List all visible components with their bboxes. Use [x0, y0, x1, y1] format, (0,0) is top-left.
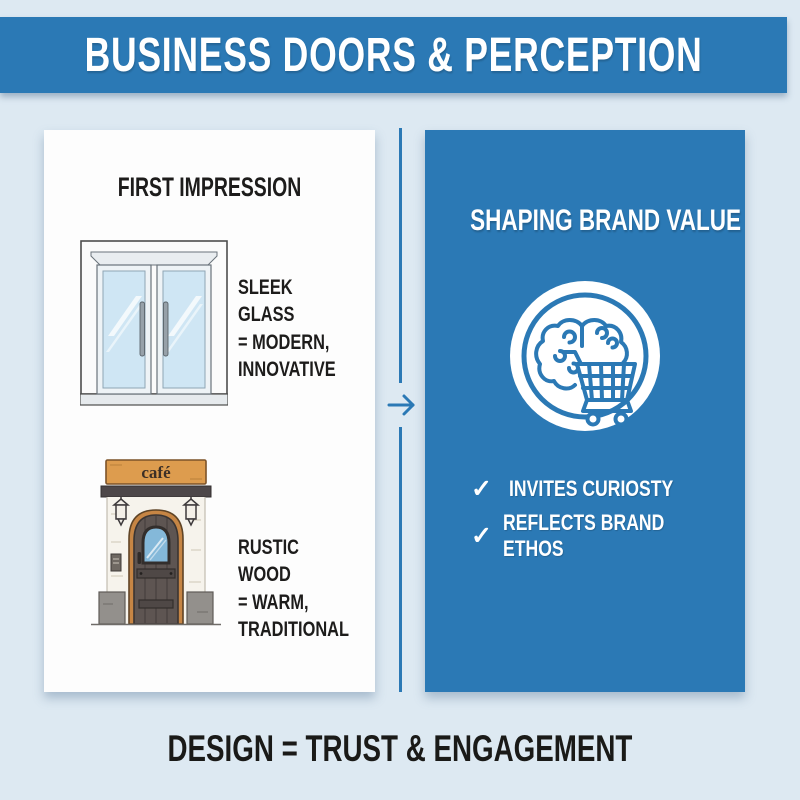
connector-line-bottom — [399, 427, 402, 692]
right-arrow-icon — [387, 392, 417, 418]
benefits-checklist: ✓ INVITES CURIOSTY ✓ REFLECTS BRAND ETHO… — [471, 475, 745, 570]
check-item: ✓ REFLECTS BRAND ETHOS — [471, 510, 745, 561]
check-item-label: REFLECTS BRAND ETHOS — [503, 510, 665, 561]
rustic-cafe-door-icon: café — [91, 459, 221, 626]
brand-value-title: SHAPING BRAND VALUE — [470, 204, 741, 237]
check-icon: ✓ — [471, 522, 492, 550]
check-item: ✓ INVITES CURIOSTY — [471, 475, 745, 503]
glass-double-door-icon — [80, 240, 228, 406]
rustic-wood-caption: RUSTIC WOOD = WARM, TRADITIONAL — [238, 536, 350, 641]
header-banner: BUSINESS DOORS & PERCEPTION — [0, 17, 787, 93]
first-impression-title: FIRST IMPRESSION — [117, 172, 302, 202]
brand-value-card: SHAPING BRAND VALUE — [425, 130, 745, 692]
sleek-glass-caption: SLEEK GLASS = MODERN, INNOVATIVE — [238, 276, 336, 381]
footer-caption: DESIGN = TRUST & ENGAGEMENT — [167, 728, 633, 769]
check-icon: ✓ — [471, 475, 492, 503]
check-item-label: INVITES CURIOSTY — [509, 476, 674, 501]
first-impression-card: FIRST IMPRESSION SLEEK GLASS = MO — [44, 130, 375, 692]
brain-shopping-cart-icon — [510, 281, 660, 431]
cafe-sign-text: café — [141, 463, 171, 482]
connector-line-top — [399, 128, 402, 383]
page-title: BUSINESS DOORS & PERCEPTION — [84, 28, 703, 82]
